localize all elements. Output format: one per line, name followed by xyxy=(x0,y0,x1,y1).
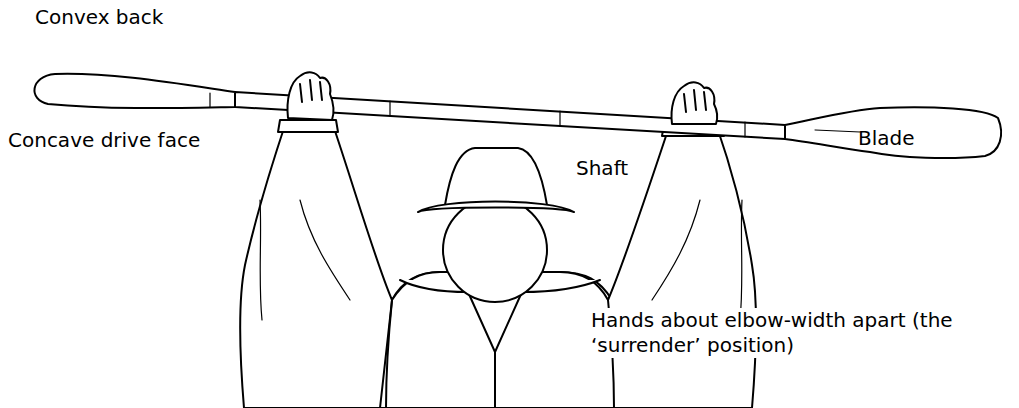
hands xyxy=(288,72,718,124)
part-label: Concave drive face xyxy=(8,128,200,153)
part-label: Shaft xyxy=(576,156,628,181)
paddler-figure xyxy=(240,120,755,408)
part-label: Hands about elbow-width apart (the ‘surr… xyxy=(588,308,974,358)
part-label: Convex back xyxy=(35,5,163,30)
part-label: Blade xyxy=(858,126,915,151)
